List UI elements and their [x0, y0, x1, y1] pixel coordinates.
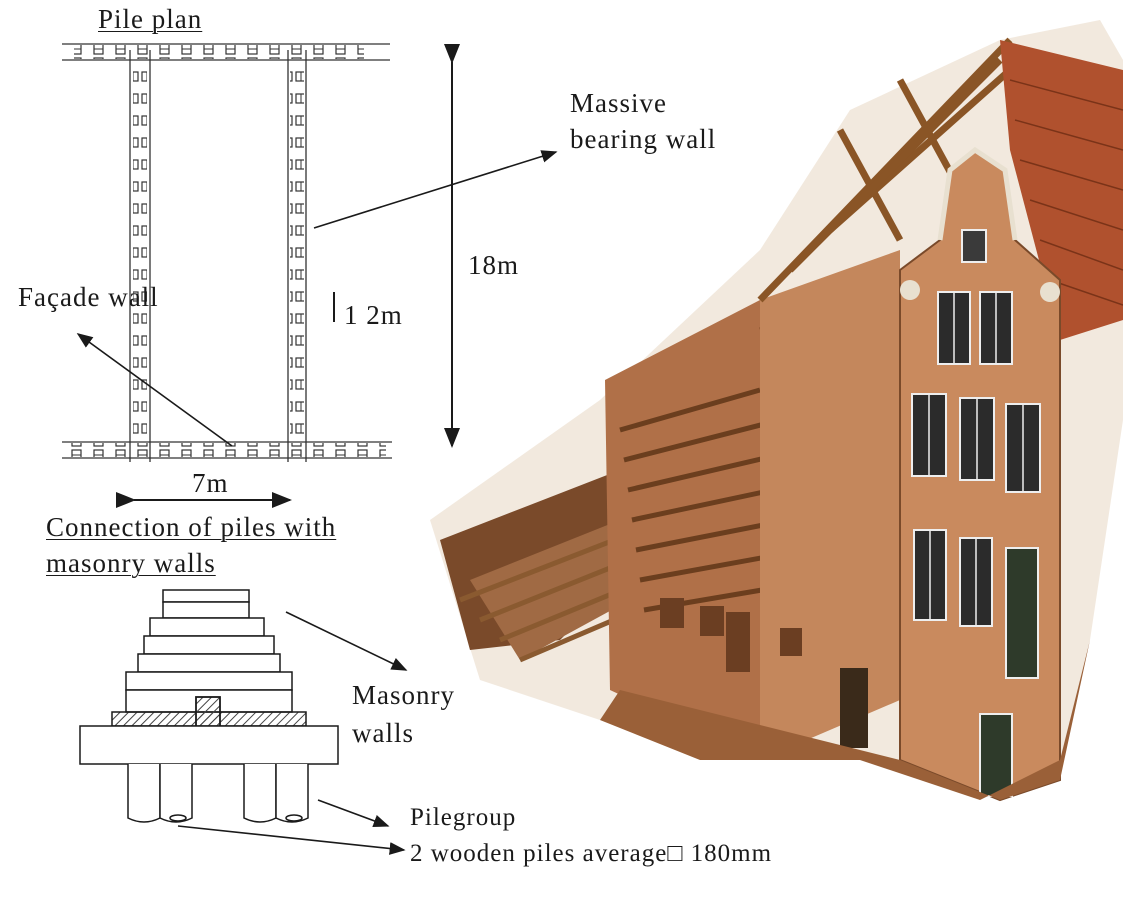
pile-plan-bottom-row: [62, 441, 392, 459]
pilegroup-label: Pilegroup: [410, 804, 517, 831]
masonry-leader: [285, 611, 408, 671]
width-label: 7m: [192, 468, 229, 498]
length-label: 18m: [468, 250, 520, 280]
pilegroup-leader: [317, 799, 390, 827]
masonry-walls-label-line2: walls: [352, 718, 414, 748]
connection-title-line1: Connection of piles with: [46, 512, 337, 542]
piles-note-label: 2 wooden piles average□ 180mm: [410, 840, 773, 867]
facade-wall-leader: [76, 333, 233, 447]
massive-bearing-wall-label-line2: bearing wall: [570, 124, 717, 154]
pile-plan-top-row: [62, 43, 390, 61]
pile-plan-left-column: [129, 50, 151, 462]
connection-title-line2: masonry walls: [46, 548, 216, 578]
pile-plan-right-column: [287, 50, 307, 462]
spacing-label: 1 2m: [344, 300, 403, 330]
bearing-wall-leader: [313, 150, 558, 229]
massive-bearing-wall-label-line1: Massive: [570, 88, 667, 118]
pile-plan-title: Pile plan: [98, 4, 203, 34]
pile-note-leader: [177, 825, 406, 855]
foundation-section: [79, 589, 339, 823]
masonry-walls-label-line1: Masonry: [352, 680, 455, 710]
facade-wall-label: Façade wall: [18, 282, 159, 312]
canal-house-illustration: [430, 20, 1123, 802]
